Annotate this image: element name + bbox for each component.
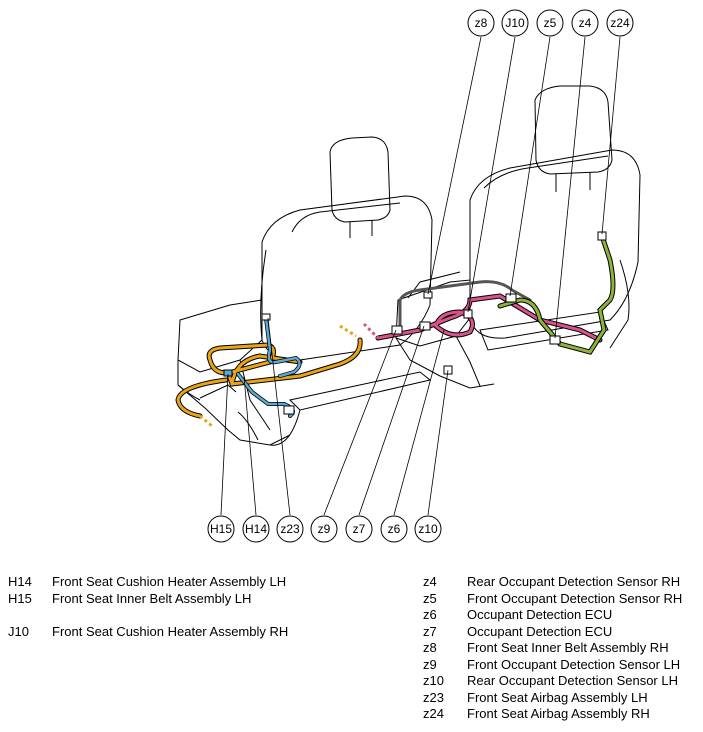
callout-z10[interactable]: z10 xyxy=(414,515,442,543)
legend-desc: Front Seat Airbag Assembly LH xyxy=(467,689,648,705)
legend-row-z23: z23 Front Seat Airbag Assembly LH xyxy=(423,690,682,707)
legend-desc: Rear Occupant Detection Sensor LH xyxy=(467,673,678,688)
legend-row-z9: z9 Front Occupant Detection Sensor LH xyxy=(423,657,682,674)
legend-row-h15: H15 Front Seat Inner Belt Assembly LH xyxy=(8,591,288,608)
svg-text:z10: z10 xyxy=(418,522,438,536)
orange-harness-fill xyxy=(176,338,362,418)
seat-wiring-diagram: z8 J10 z5 z4 z24 H15 H14 z23 xyxy=(175,9,641,543)
legend-desc: Front Seat Cushion Heater Assembly LH xyxy=(52,574,287,589)
green-harness-fill xyxy=(498,234,615,354)
legend-row-z24: z24 Front Seat Airbag Assembly RH xyxy=(423,706,682,723)
legend-desc: Front Seat Inner Belt Assembly RH xyxy=(467,640,669,655)
legend-row-z10: z10 Rear Occupant Detection Sensor LH xyxy=(423,673,682,690)
callout-z5[interactable]: z5 xyxy=(536,9,564,37)
legend-code: z9 xyxy=(423,656,437,672)
callouts-bottom: H15 H14 z23 z9 z7 z6 z10 xyxy=(207,515,442,543)
legend-desc: Front Occupant Detection Sensor LH xyxy=(467,656,681,672)
svg-text:z5: z5 xyxy=(544,16,557,30)
legend-desc: Front Seat Airbag Assembly RH xyxy=(467,706,650,721)
legend-desc: Rear Occupant Detection Sensor RH xyxy=(467,574,681,589)
legend-desc: Front Occupant Detection Sensor RH xyxy=(467,590,683,606)
legend-code: z23 xyxy=(423,689,444,705)
svg-text:z7: z7 xyxy=(353,522,366,536)
gray-harness xyxy=(398,280,532,332)
legend-row-z8: z8 Front Seat Inner Belt Assembly RH xyxy=(423,640,682,657)
callout-z23[interactable]: z23 xyxy=(276,515,304,543)
legend-row-h14: H14 Front Seat Cushion Heater Assembly L… xyxy=(8,574,288,591)
orange-dashes xyxy=(199,324,357,428)
svg-text:H15: H15 xyxy=(210,522,232,536)
svg-text:z23: z23 xyxy=(280,522,300,536)
legend-code: H15 xyxy=(8,590,32,606)
callout-z7[interactable]: z7 xyxy=(345,515,373,543)
callout-z6[interactable]: z6 xyxy=(380,515,408,543)
legend-desc: Occupant Detection ECU xyxy=(467,607,613,622)
legend-code: H14 xyxy=(8,574,32,589)
legend-code: z5 xyxy=(423,590,437,606)
legend-code: z6 xyxy=(423,607,437,622)
svg-text:z8: z8 xyxy=(475,16,488,30)
callout-z24[interactable]: z24 xyxy=(606,9,634,37)
callout-j10[interactable]: J10 xyxy=(501,9,529,37)
legend-code: J10 xyxy=(8,623,29,639)
legend-row-z7: z7 Occupant Detection ECU xyxy=(423,624,682,641)
legend-code: z7 xyxy=(423,623,437,639)
legend-row-z6: z6 Occupant Detection ECU xyxy=(423,607,682,624)
svg-text:z4: z4 xyxy=(579,16,592,30)
svg-text:z24: z24 xyxy=(610,16,630,30)
svg-text:z9: z9 xyxy=(318,522,331,536)
svg-text:H14: H14 xyxy=(245,522,267,536)
legend-row-z4: z4 Rear Occupant Detection Sensor RH xyxy=(423,574,682,591)
callout-z9[interactable]: z9 xyxy=(310,515,338,543)
callout-z8[interactable]: z8 xyxy=(467,9,495,37)
svg-text:J10: J10 xyxy=(505,16,525,30)
legend-desc: Front Seat Inner Belt Assembly LH xyxy=(52,590,252,606)
legend-code: z24 xyxy=(423,706,444,721)
legend-desc: Occupant Detection ECU xyxy=(467,623,613,639)
legend-desc: Front Seat Cushion Heater Assembly RH xyxy=(52,623,289,639)
callout-h14[interactable]: H14 xyxy=(242,515,270,543)
pink-harness xyxy=(375,293,603,343)
connectors xyxy=(223,231,607,415)
legend-code: z10 xyxy=(423,673,444,688)
callout-h15[interactable]: H15 xyxy=(207,515,235,543)
legend-spacer xyxy=(8,607,288,624)
callout-z4[interactable]: z4 xyxy=(571,9,599,37)
svg-text:z6: z6 xyxy=(388,522,401,536)
pink-dashes xyxy=(362,322,380,340)
callouts-top: z8 J10 z5 z4 z24 xyxy=(467,9,634,37)
leader-lines xyxy=(220,36,621,516)
legend-left: H14 Front Seat Cushion Heater Assembly L… xyxy=(8,574,288,640)
legend-right: z4 Rear Occupant Detection Sensor RH z5 … xyxy=(423,574,682,723)
legend-row-z5: z5 Front Occupant Detection Sensor RH xyxy=(423,591,682,608)
legend-code: z8 xyxy=(423,640,437,655)
legend-code: z4 xyxy=(423,574,437,589)
left-seat-outline xyxy=(177,136,433,446)
legend-row-j10: J10 Front Seat Cushion Heater Assembly R… xyxy=(8,624,288,641)
